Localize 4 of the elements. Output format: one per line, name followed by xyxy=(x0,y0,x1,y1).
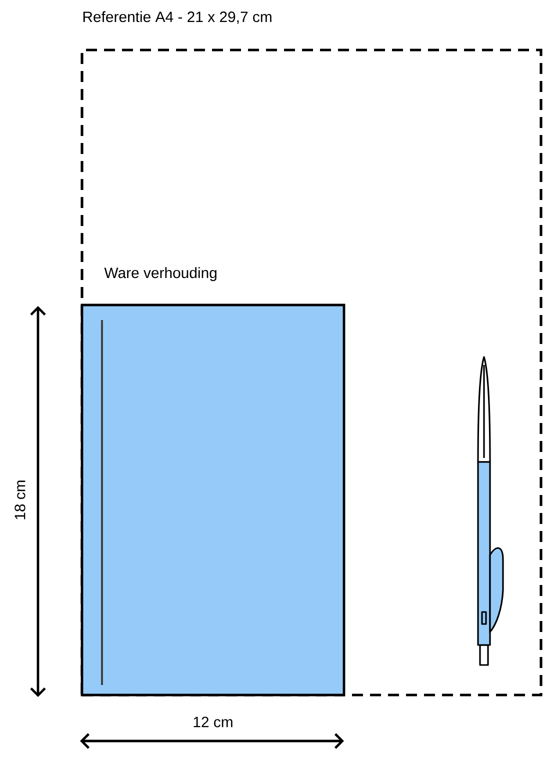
heading: Referentie A4 - 21 x 29,7 cm xyxy=(83,11,272,24)
dimension-label: 12 cm xyxy=(194,716,232,728)
dimension-label: 18 cm xyxy=(14,480,26,520)
heading: Ware verhouding xyxy=(104,267,216,282)
